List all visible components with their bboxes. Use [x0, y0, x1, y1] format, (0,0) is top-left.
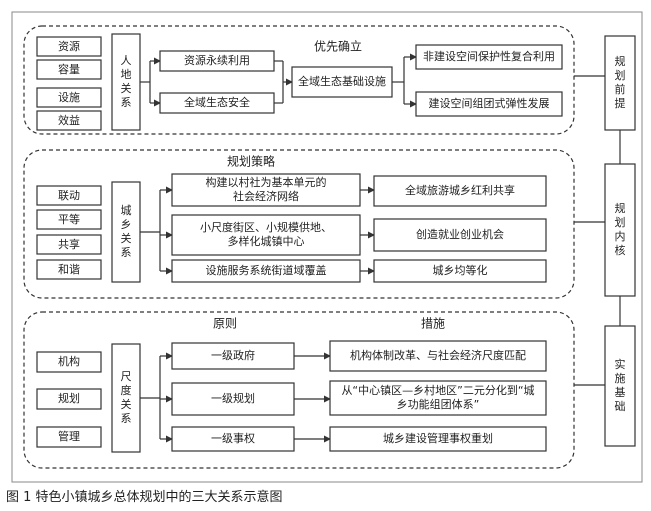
- panel1-side-label: 设施: [58, 91, 80, 104]
- panel3-relation-label-char: 关: [121, 397, 132, 411]
- panel3-header: 措施: [421, 317, 445, 331]
- panel3-principle: [171, 426, 295, 452]
- panel3-measure-label-line: 机构体制改革、与社会经济尺度匹配: [350, 348, 526, 362]
- right-column-label-char: 前: [615, 82, 626, 96]
- panel1-header: 优先确立: [314, 39, 362, 54]
- panel1-outcome-label: 非建设空间保护性复合利用: [423, 49, 555, 63]
- panel2-side-item: [36, 234, 102, 255]
- panel3-side-item: [36, 351, 102, 373]
- panel2-strategy-label-line: 构建以村社为基本单元的: [206, 175, 327, 189]
- panel3-side-item: [36, 426, 102, 448]
- right-column-label-char: 基: [615, 386, 626, 399]
- panel3-measure-label-line: 乡功能组团体系”: [397, 397, 480, 411]
- panel2-strategy-label-line: 设施服务系统街道域覆盖: [206, 263, 327, 277]
- panel2-side-label: 平等: [58, 212, 80, 226]
- panel1-relation-label-char: 人: [121, 54, 132, 67]
- panel-urban-rural: [23, 149, 575, 299]
- panel2-strategy-label-line: 社会经济网络: [233, 189, 299, 203]
- panel1-side-item: [36, 87, 102, 108]
- panel-human-land: [23, 25, 575, 135]
- panel2-side-label: 共享: [58, 237, 80, 251]
- panel2-header: 规划策略: [227, 154, 275, 169]
- panel1-side-item: [36, 59, 102, 80]
- panel-scale: [23, 311, 575, 469]
- panel1-relation-box: [111, 33, 141, 131]
- panel3-header: 原则: [213, 317, 237, 331]
- panel3-principle-label: 一级规划: [211, 391, 255, 405]
- panel1-outcome-label: 建设空间组团式弹性发展: [429, 96, 550, 110]
- panel3-measure-label-line: 从“中心镇区—乡村地区”二元分化到“城: [341, 383, 534, 397]
- figure-caption: 图 1 特色小镇城乡总体规划中的三大关系示意图: [6, 490, 283, 505]
- panel1-center-label: 全域生态基础设施: [298, 74, 386, 88]
- panel1-relation-label-char: 地: [121, 68, 132, 81]
- panel1-node-label: 资源永续利用: [184, 53, 250, 67]
- panel2-side-label: 和谐: [58, 262, 80, 276]
- panel1-center-box: [291, 66, 393, 98]
- right-column-label-char: 内: [615, 229, 626, 243]
- figure-frame: [11, 11, 643, 483]
- panel2-strategy-label-line: 多样化城镇中心: [228, 234, 305, 248]
- panel1-relation-label-char: 关: [121, 81, 132, 95]
- panel3-side-label: 机构: [58, 354, 80, 368]
- panel2-side-item: [36, 259, 102, 280]
- panel2-strategy-label-line: 小尺度街区、小规模供地、: [200, 220, 332, 234]
- panel2-outcome: [373, 259, 547, 283]
- right-column-label-char: 提: [615, 97, 626, 110]
- panel3-side-label: 规划: [58, 391, 80, 405]
- right-column-label-char: 划: [615, 69, 626, 82]
- panel1-side-label: 效益: [58, 113, 80, 127]
- panel2-side-item: [36, 209, 102, 230]
- panel2-side-label: 联动: [58, 189, 80, 202]
- panel3-measure: [329, 380, 547, 416]
- right-column-label-char: 实: [615, 357, 626, 371]
- panel2-side-item: [36, 185, 102, 206]
- right-column-label-char: 规: [615, 201, 626, 215]
- panel3-relation-label-char: 尺: [121, 370, 132, 383]
- panel2-outcome-label: 全域旅游城乡红利共享: [405, 183, 515, 197]
- right-column-label-char: 础: [615, 400, 626, 413]
- panel3-measure: [329, 340, 547, 372]
- panel2-strategy: [171, 173, 361, 207]
- panel1-relation-label-char: 系: [121, 96, 132, 109]
- panel2-strategy: [171, 214, 361, 256]
- panel3-principle: [171, 342, 295, 370]
- panel1-outcome: [415, 44, 563, 70]
- panel3-side-item: [36, 388, 102, 410]
- panel3-principle-label: 一级事权: [211, 432, 255, 445]
- panel3-measure-label-line: 城乡建设管理事权重划: [383, 431, 493, 445]
- panel3-relation-label-char: 系: [121, 412, 132, 425]
- panel1-side-label: 资源: [58, 39, 80, 53]
- panel2-outcome: [373, 218, 547, 252]
- right-column-label-char: 施: [615, 372, 626, 385]
- panel2-relation-label-char: 关: [121, 231, 132, 245]
- panel1-side-label: 容量: [58, 62, 80, 76]
- panel2-outcome: [373, 175, 547, 207]
- panel2-relation-label-char: 系: [121, 246, 132, 259]
- panel2-outcome-label: 城乡均等化: [433, 263, 488, 277]
- panel2-outcome-label: 创造就业创业机会: [416, 227, 504, 241]
- panel1-side-item: [36, 110, 102, 131]
- right-column-label-char: 划: [615, 216, 626, 229]
- right-column-label-char: 核: [615, 243, 626, 257]
- panel3-relation-label-char: 度: [121, 383, 132, 397]
- panel3-relation-box: [111, 343, 141, 453]
- panel1-node-label: 全域生态安全: [184, 95, 250, 109]
- panel1-side-item: [36, 36, 102, 57]
- right-column-label-char: 规: [615, 54, 626, 68]
- panel1-outcome: [415, 91, 563, 117]
- panel2-relation-label-char: 乡: [121, 218, 132, 231]
- panel3-measure: [329, 426, 547, 452]
- panel3-principle-label: 一级政府: [211, 348, 255, 362]
- panel3-side-label: 管理: [58, 429, 80, 443]
- panel2-relation-label-char: 城: [121, 204, 132, 217]
